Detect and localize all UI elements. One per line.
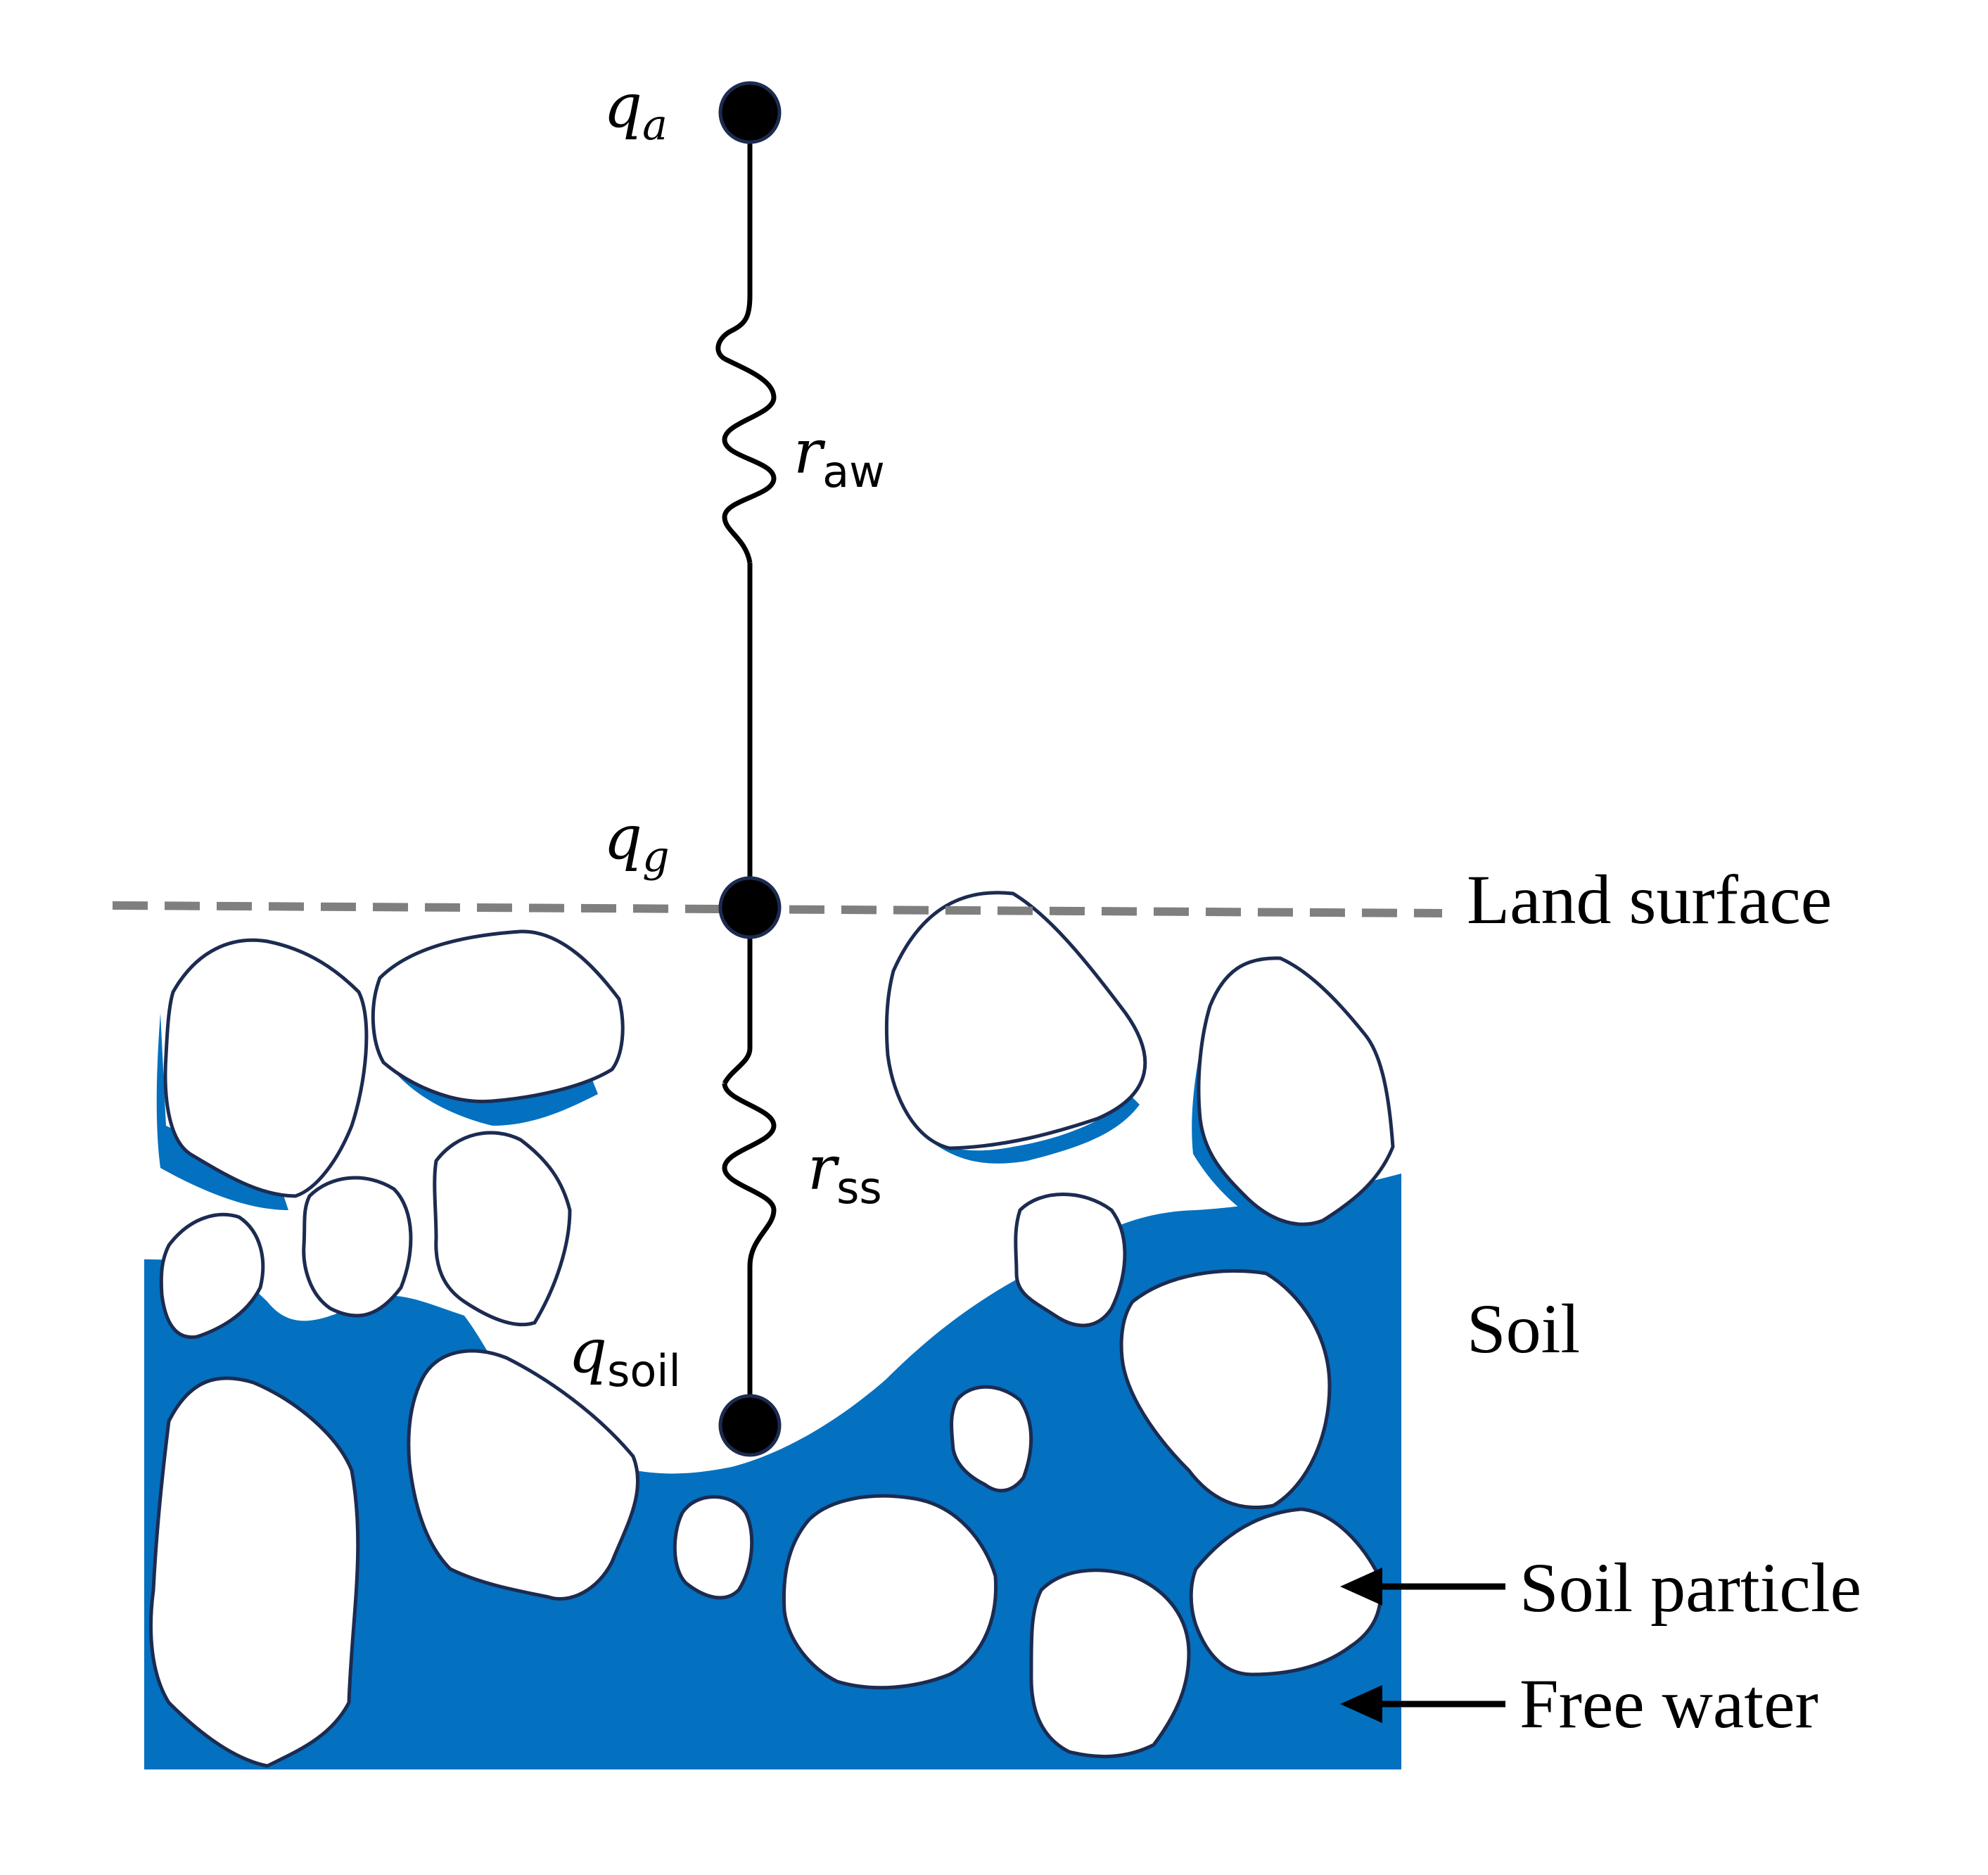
soil-particle: [302, 1176, 413, 1318]
node-qg: [718, 876, 782, 939]
soil-particle: [1197, 956, 1395, 1226]
label-qg: qg: [604, 803, 669, 882]
soil-particle: [159, 1212, 265, 1340]
arrow-soil-particle: [1340, 1568, 1505, 1606]
land-surface-line: [112, 901, 1443, 917]
label-raw: raw: [794, 417, 885, 497]
label-qa: qa: [604, 71, 668, 150]
soil-particle: [950, 1385, 1033, 1493]
water-films: [156, 1013, 1266, 1217]
arrow-free-water: [1340, 1685, 1505, 1723]
soil-particle: [149, 1376, 360, 1768]
soil-particles: [149, 891, 1395, 1768]
node-qa: [718, 81, 782, 144]
soil-particle: [407, 1349, 640, 1601]
wire-qa-to-raw: [715, 113, 753, 361]
label-soil: Soil: [1467, 1290, 1580, 1368]
soil-particle: [433, 1131, 572, 1327]
resistor-rss: [722, 1083, 777, 1267]
node-qsoil: [718, 1394, 782, 1457]
resistor-raw: [722, 356, 777, 564]
soil-particle: [1014, 1193, 1127, 1328]
soil-particle: [371, 929, 625, 1104]
soil-particle: [782, 1494, 998, 1690]
soil-particle: [1119, 1269, 1332, 1510]
label-free-water: Free water: [1519, 1665, 1818, 1743]
soil-particle: [673, 1495, 754, 1600]
wire-qg-to-rss: [722, 908, 753, 1085]
soil-particle: [1189, 1507, 1383, 1677]
label-land-surface: Land surface: [1467, 860, 1832, 939]
label-rss: rss: [808, 1133, 882, 1214]
soil-particle: [884, 891, 1147, 1150]
label-qsoil: qsoil: [568, 1316, 681, 1397]
label-soil-particle: Soil particle: [1519, 1549, 1861, 1627]
soil-particle: [1029, 1568, 1191, 1759]
resistance-circuit: [715, 113, 777, 1421]
soil-particle: [163, 938, 369, 1198]
